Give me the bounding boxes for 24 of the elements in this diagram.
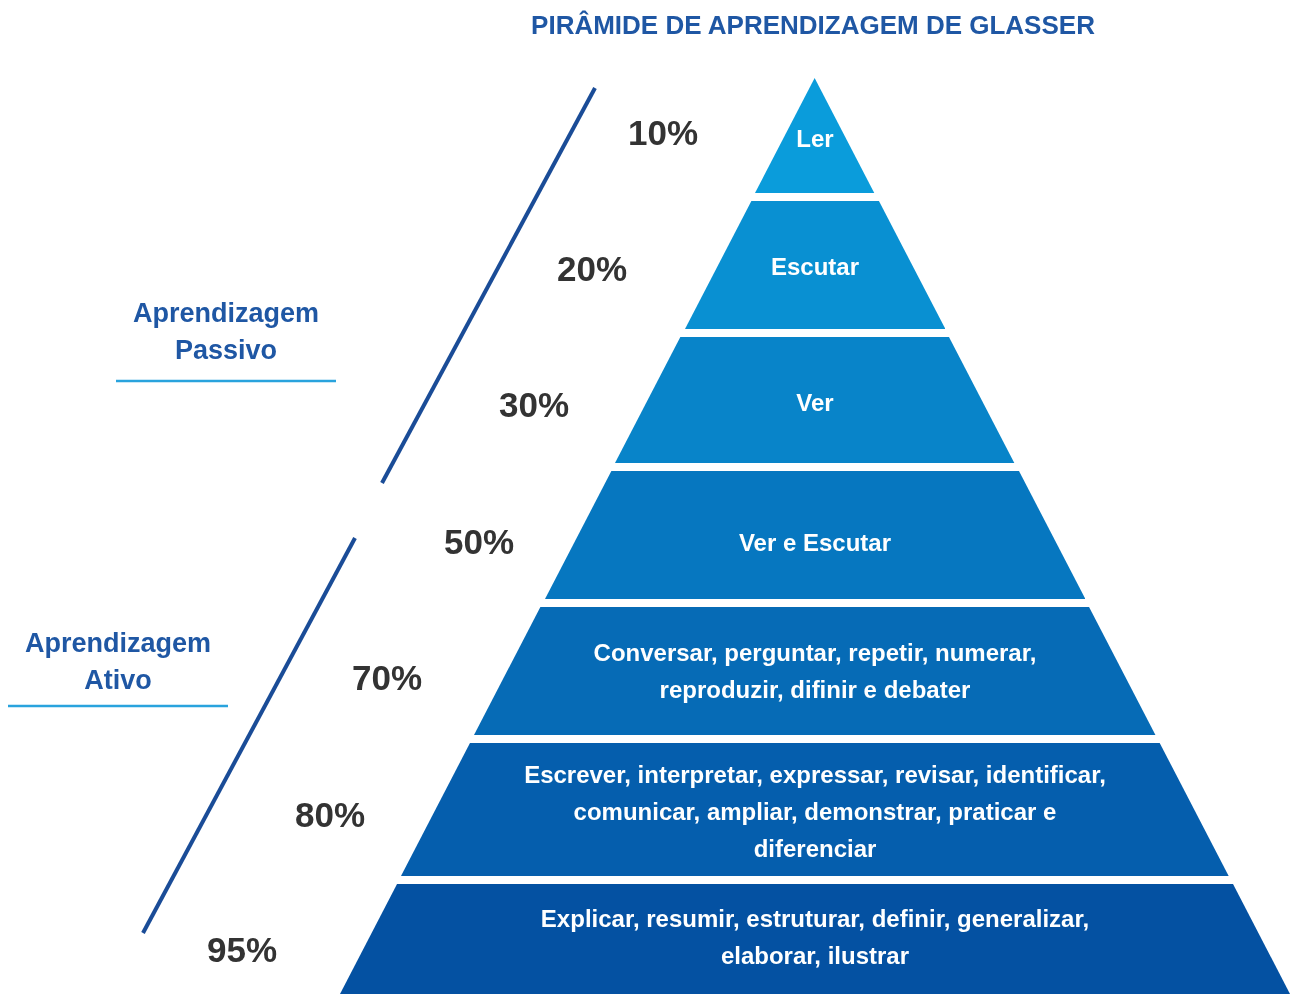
percentage-label: 50% xyxy=(444,522,515,562)
band-text: Escrever, interpretar, expressar, revisar, identificar, comunicar, ampliar, demonstrar, praticar e diferenciar xyxy=(523,760,1107,864)
pyramid-band xyxy=(339,884,1290,994)
band-text: Ver xyxy=(795,388,835,418)
band-text: Explicar, resumir, estruturar, definir, generalizar, elaborar, ilustrar xyxy=(539,904,1091,971)
percentage-label: 95% xyxy=(207,930,278,970)
band-text: Ver e Escutar xyxy=(737,528,893,558)
pyramid-band xyxy=(474,607,1156,735)
title: PIRÂMIDE DE APRENDIZAGEM DE GLASSER xyxy=(531,10,1095,40)
pyramid-band xyxy=(615,337,1015,463)
pyramid-band xyxy=(684,201,946,329)
group-label: Aprendizagem Passivo xyxy=(131,297,320,367)
pyramid-band xyxy=(401,743,1229,876)
percentage-label: 20% xyxy=(557,249,628,289)
percentage-label: 80% xyxy=(295,795,366,835)
band-text: Escutar xyxy=(769,252,860,282)
percentage-label: 10% xyxy=(628,113,699,153)
percentage-label: 30% xyxy=(499,385,570,425)
pyramid-apex xyxy=(755,78,875,193)
percentage-label: 70% xyxy=(352,658,423,698)
band-text: Ler xyxy=(795,124,835,154)
group-label: Aprendizagem Ativo xyxy=(23,627,212,697)
pyramid-band xyxy=(544,471,1086,599)
band-text: Conversar, perguntar, repetir, numerar, reproduzir, difinir e debater xyxy=(592,638,1038,705)
